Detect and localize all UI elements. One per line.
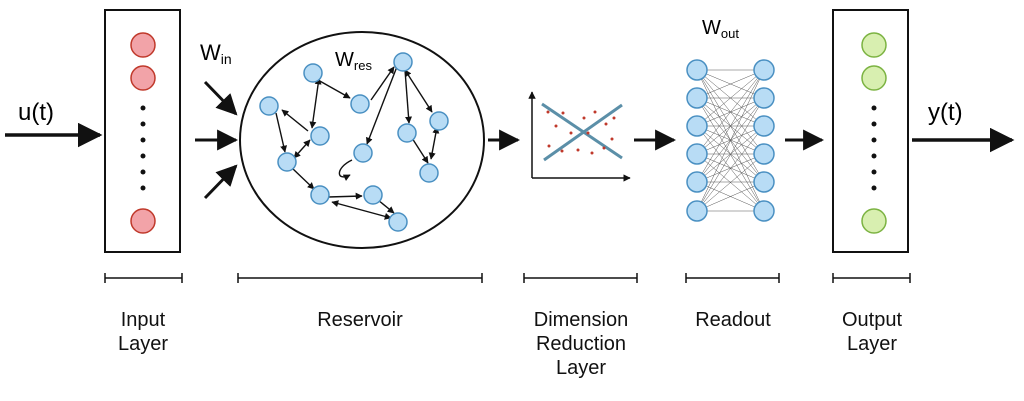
reservoir-node (363, 185, 383, 205)
reservoir-node (259, 96, 279, 116)
readout-right-column (753, 59, 775, 222)
dimension-reduction-bracket (523, 273, 638, 283)
readout-node (753, 59, 775, 81)
reservoir-connections (275, 63, 440, 220)
readout-connections (696, 69, 765, 212)
reduction-line-descending (541, 102, 623, 160)
dimension-reduction-plot (528, 91, 631, 182)
input-node (130, 65, 156, 91)
input-node (130, 208, 156, 234)
stage-label-output-layer: Output Layer (841, 309, 903, 355)
readout-node (753, 143, 775, 165)
readout-node (753, 200, 775, 222)
output-node (861, 65, 887, 91)
ellipsis-dots (140, 105, 146, 191)
stage-label-dimension-reduction-layer: Dimension Reduction Layer (533, 309, 629, 379)
input-layer-box (104, 9, 181, 253)
output-signal-label: y(t) (928, 99, 963, 126)
input-signal-label: u(t) (18, 99, 54, 126)
stage-brackets (104, 273, 911, 283)
output-node (861, 32, 887, 58)
stage-label-readout: Readout (695, 309, 771, 331)
reservoir-node (303, 63, 323, 83)
readout-node (686, 171, 708, 193)
reservoir-node (353, 143, 373, 163)
reservoir-node (310, 185, 330, 205)
readout-node (686, 115, 708, 137)
readout-node (686, 59, 708, 81)
reservoir-weight-label: Wres (335, 49, 372, 73)
stage-label-input-layer: Input Layer (117, 309, 169, 355)
input-layer-bracket (104, 273, 183, 283)
output-layer-bracket (832, 273, 911, 283)
reservoir-node (429, 111, 449, 131)
input-weight-label: Win (200, 40, 232, 67)
readout-node (753, 171, 775, 193)
scatter-points (546, 110, 616, 155)
readout-left-column (686, 59, 708, 222)
input-weight-arrows (195, 80, 239, 200)
readout-node (753, 87, 775, 109)
reservoir-node (277, 152, 297, 172)
readout-node (753, 115, 775, 137)
reduction-line-ascending (543, 103, 623, 162)
reservoir-node (397, 123, 417, 143)
reservoir-node (393, 52, 413, 72)
reservoir-node (310, 126, 330, 146)
output-layer-box (832, 9, 909, 253)
readout-node (686, 87, 708, 109)
reservoir-nodes (259, 52, 449, 232)
reservoir-bracket (237, 273, 483, 283)
reservoir-node (388, 212, 408, 232)
reservoir-node (350, 94, 370, 114)
stage-label-reservoir: Reservoir (317, 309, 403, 331)
readout-bracket (685, 273, 780, 283)
output-weight-label: Wout (702, 17, 739, 41)
input-node (130, 32, 156, 58)
readout-node (686, 200, 708, 222)
output-node (861, 208, 887, 234)
ellipsis-dots (871, 105, 877, 191)
reservoir-node (419, 163, 439, 183)
readout-network (686, 59, 775, 222)
readout-node (686, 143, 708, 165)
